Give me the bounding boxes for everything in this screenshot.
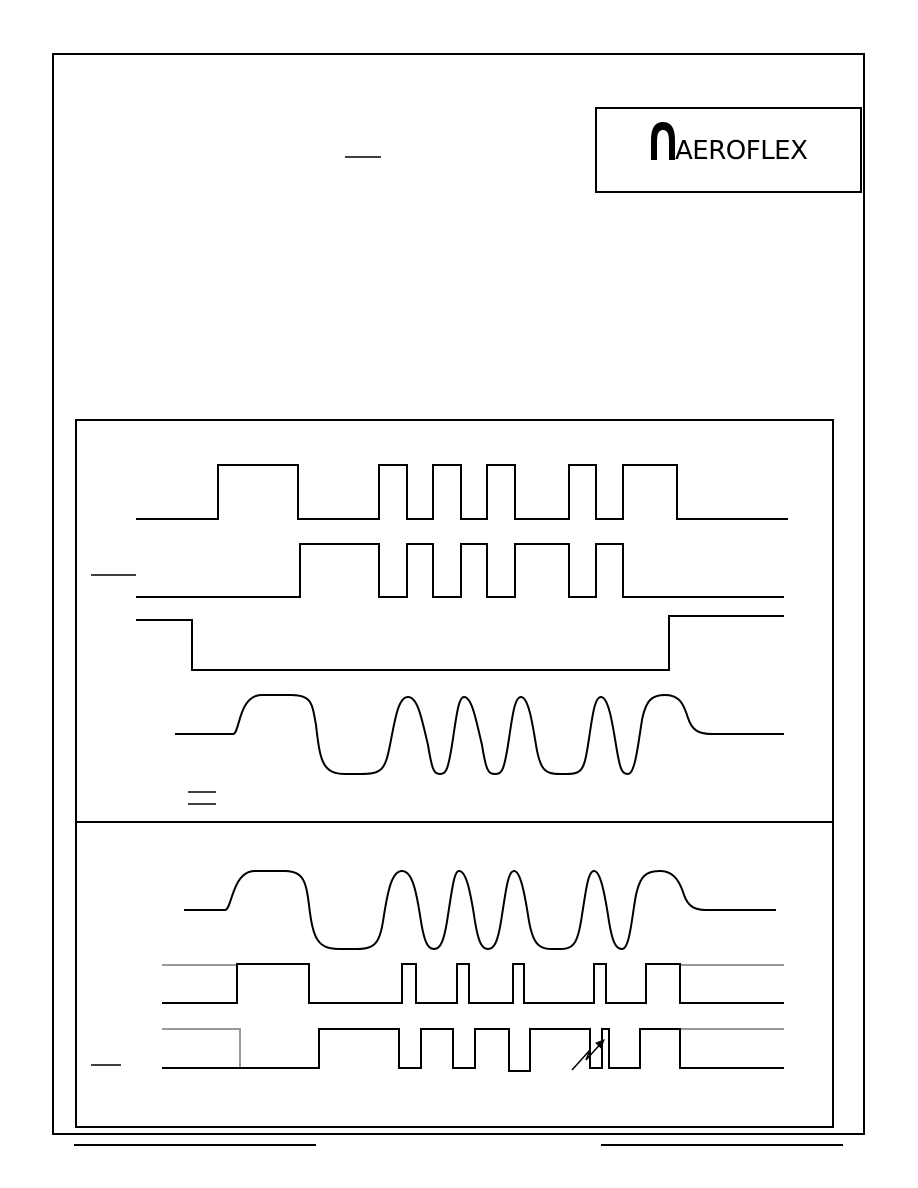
trace-digital-output-a xyxy=(162,963,784,1004)
logo-frame xyxy=(595,107,862,193)
logo-wordmark: AEROFLEX xyxy=(675,136,807,166)
error-arrow-annotation xyxy=(571,1039,605,1071)
trace-analog-output xyxy=(175,693,784,776)
lower-panel xyxy=(91,869,784,1072)
aeroflex-arch-logo-icon xyxy=(651,122,675,160)
timing-diagram-frame xyxy=(75,419,834,1128)
trace-digital-input-b xyxy=(136,543,784,598)
logo-box: AEROFLEX xyxy=(595,107,862,193)
trace-enable-signal xyxy=(136,615,784,671)
trace-digital-output-b xyxy=(162,1028,784,1072)
trace-digital-input-a xyxy=(136,464,788,520)
trace-analog-input xyxy=(184,869,776,951)
upper-panel xyxy=(91,464,788,805)
trace-output-b-gray-right xyxy=(679,1028,784,1068)
trace-output-b-gray-left xyxy=(162,1028,241,1068)
page-border xyxy=(52,53,865,1135)
